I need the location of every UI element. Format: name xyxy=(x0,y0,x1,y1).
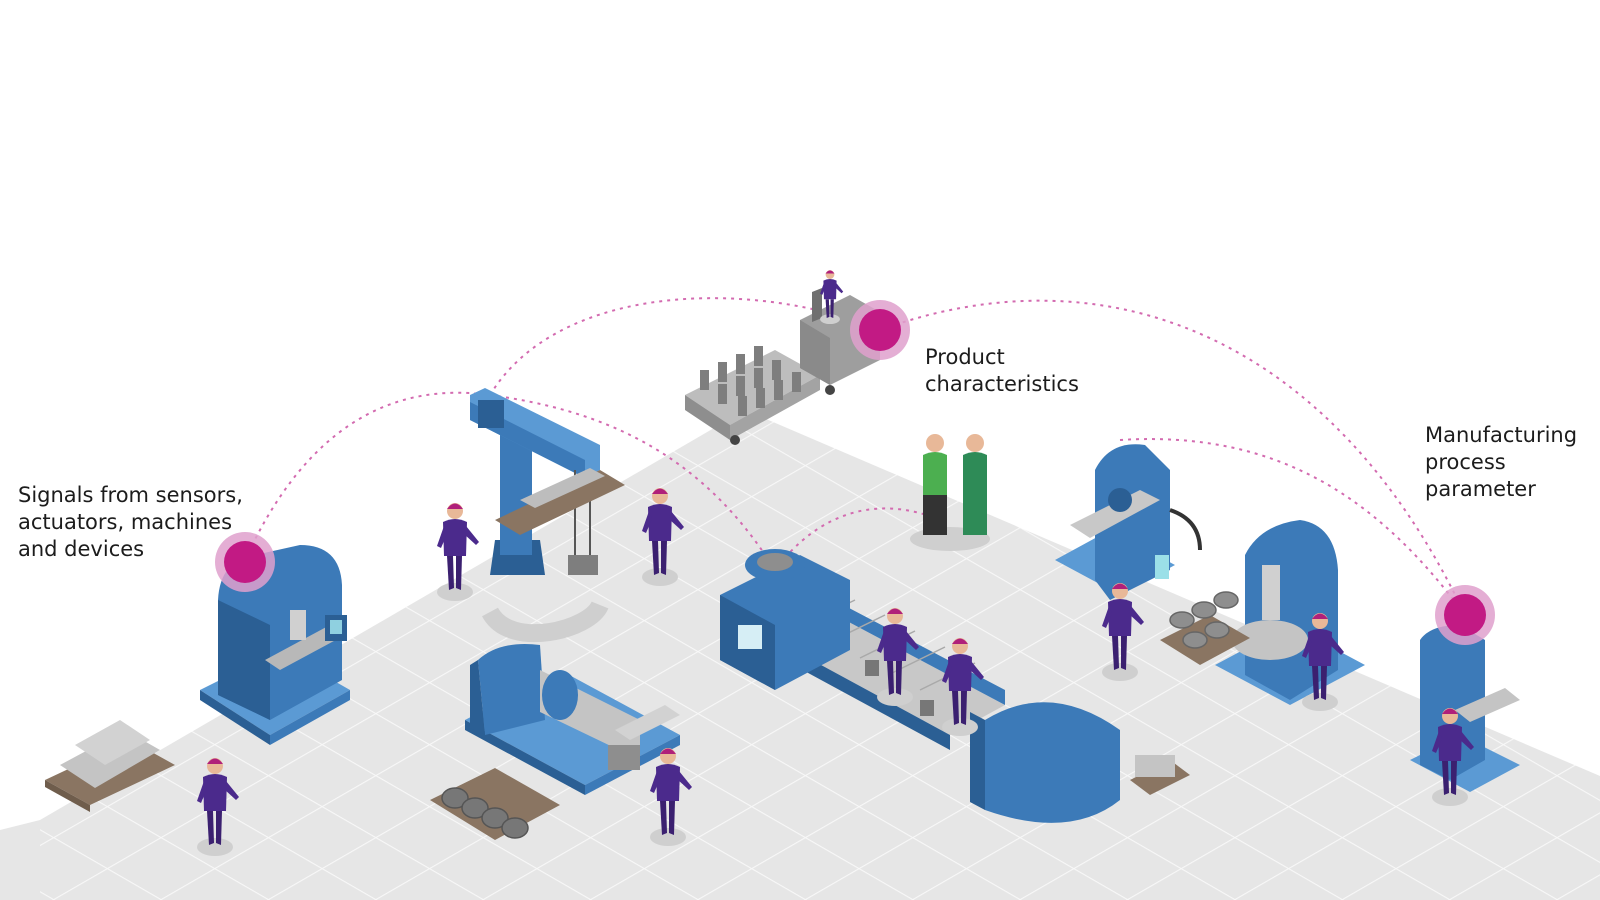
drilling-machine-far-right xyxy=(1410,625,1520,792)
signals-label: Signals from sensors, actuators, machine… xyxy=(18,483,243,561)
parts-pallet-left xyxy=(45,720,175,812)
product-cart xyxy=(685,270,880,445)
gantry-crane xyxy=(470,388,625,643)
milling-machine-right xyxy=(1055,444,1202,600)
signal-point-icon xyxy=(850,300,910,360)
signal-point-icon xyxy=(1435,585,1495,645)
product-characteristics-label: Product characteristics xyxy=(925,345,1079,396)
workers xyxy=(197,434,1474,856)
parts-pallet-right xyxy=(1160,591,1250,665)
process-parameter-label: Manufacturing process parameter xyxy=(1425,423,1578,501)
pipe-pallet xyxy=(430,768,560,840)
lathe-machine xyxy=(465,644,680,795)
